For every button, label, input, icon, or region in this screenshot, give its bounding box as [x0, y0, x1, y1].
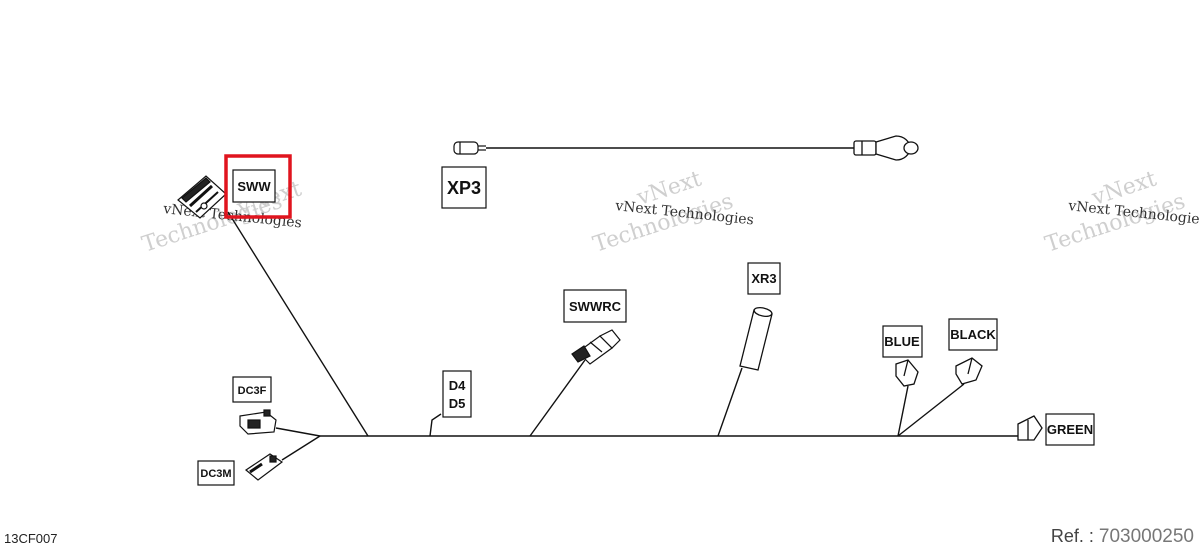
svg-text:D5: D5 [449, 396, 466, 411]
svg-text:D4: D4 [449, 378, 466, 393]
label-black[interactable]: BLACK [948, 318, 998, 351]
dc3m-connector-icon [244, 453, 284, 481]
svg-text:SWWRC: SWWRC [569, 299, 622, 314]
label-dc3m[interactable]: DC3M [197, 460, 235, 486]
reference-number: Ref. : 703000250 [1051, 526, 1194, 548]
xr3-sleeve-icon [739, 307, 773, 371]
label-xp3[interactable]: XP3 [441, 166, 487, 209]
swwrc-connector-icon [571, 329, 621, 365]
label-swwrc[interactable]: SWWRC [563, 289, 627, 323]
svg-text:DC3M: DC3M [200, 468, 231, 480]
svg-text:XR3: XR3 [751, 271, 776, 286]
label-blue[interactable]: BLUE [882, 325, 923, 358]
watermark-2: Technologies vNext vNext Technologies [590, 167, 754, 258]
xp3-bullet-connector [453, 141, 486, 155]
svg-text:XP3: XP3 [447, 178, 481, 198]
blue-branch-wire [897, 385, 909, 437]
label-d4-d5[interactable]: D4 D5 [442, 370, 472, 418]
svg-text:GREEN: GREEN [1047, 422, 1093, 437]
watermark-3: Technologies vNext vNext Technologies [1042, 167, 1200, 258]
label-sww[interactable]: SWW [232, 169, 276, 203]
diagram-code: 13CF007 [4, 531, 58, 546]
ring-terminal-icon [853, 135, 919, 161]
xr3-branch-wire [717, 367, 743, 437]
black-branch-wire [897, 383, 965, 437]
black-terminal-icon [955, 357, 983, 385]
sww-branch-wire [227, 211, 369, 437]
green-terminal-icon [1017, 415, 1043, 441]
label-dc3f[interactable]: DC3F [232, 376, 272, 403]
swwrc-branch-wire [529, 359, 586, 437]
svg-text:BLUE: BLUE [884, 334, 920, 349]
dc3f-connector-icon [239, 409, 277, 435]
ref-label: Ref. : [1050, 526, 1094, 546]
label-green[interactable]: GREEN [1045, 413, 1095, 446]
label-xr3[interactable]: XR3 [747, 262, 781, 295]
svg-text:SWW: SWW [237, 179, 271, 194]
ref-number: 703000250 [1098, 526, 1194, 547]
svg-text:DC3F: DC3F [238, 385, 267, 397]
sww-connector-icon [177, 175, 227, 219]
dc3m-branch-wire [281, 435, 321, 461]
highlight-box [224, 154, 292, 219]
d4-d5-branch-wire [429, 413, 442, 437]
svg-text:BLACK: BLACK [950, 327, 996, 342]
dc3f-branch-wire [275, 427, 321, 437]
harness-wires [227, 147, 1018, 461]
blue-terminal-icon [895, 359, 919, 387]
